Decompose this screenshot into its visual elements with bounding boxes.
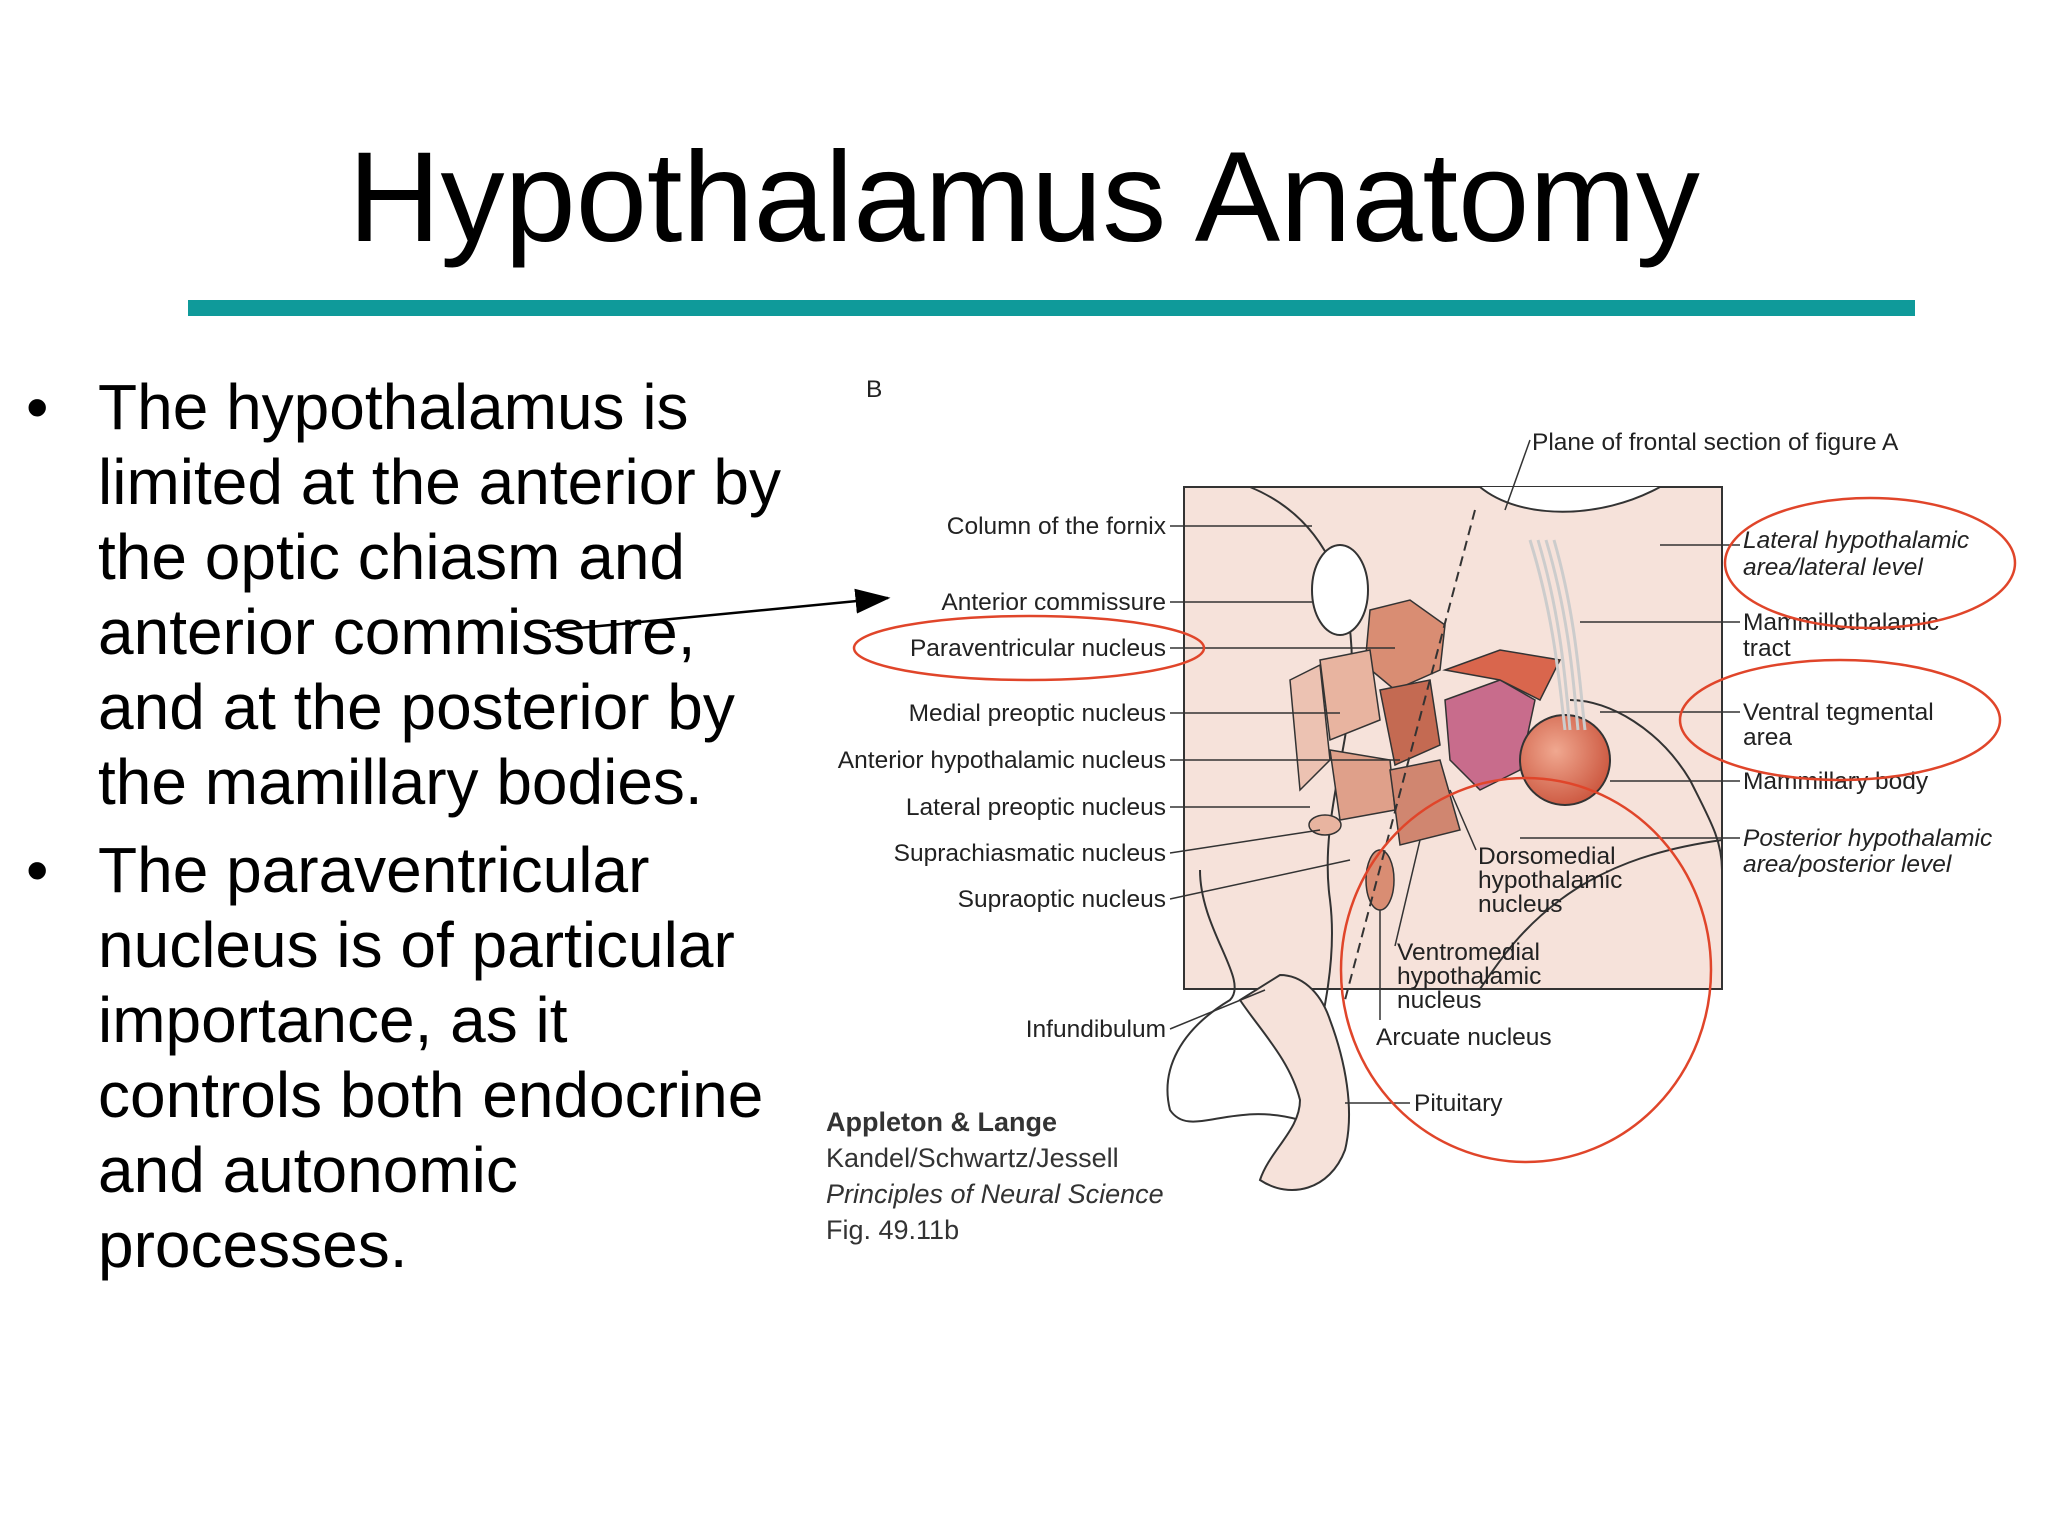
citation-publisher: Appleton & Lange (826, 1107, 1057, 1137)
left-labels: Column of the fornix Anterior commissure… (838, 513, 1400, 1043)
label-ventromedial-3: nucleus (1397, 987, 1481, 1014)
panel-letter: B (866, 376, 882, 403)
citation-authors: Kandel/Schwartz/Jessell (826, 1143, 1119, 1173)
label-infundibulum: Infundibulum (1026, 1016, 1166, 1043)
label-lateral-hypothalamic-1: Lateral hypothalamic (1743, 527, 1969, 554)
highlight-lateral-hypothalamic (1723, 496, 2017, 630)
bullet-list: • The hypothalamus is limited at the ant… (0, 370, 800, 1283)
highlight-pituitary-region (1339, 776, 1713, 1164)
label-suprachiasmatic: Suprachiasmatic nucleus (894, 840, 1166, 867)
bullet-item: • The paraventricular nucleus is of part… (0, 833, 800, 1283)
frontal-plane-line (1344, 509, 1476, 1001)
cortex-outline (1479, 839, 1723, 990)
bullet-text: The paraventricular nucleus is of partic… (98, 834, 764, 1281)
label-mammillothalamic-2: tract (1743, 635, 1791, 662)
label-anterior-hypothalamic: Anterior hypothalamic nucleus (838, 747, 1166, 774)
pointer-arrow (547, 588, 891, 633)
label-ventromedial-1: Ventromedial (1397, 939, 1540, 966)
label-medial-preoptic: Medial preoptic nucleus (909, 700, 1166, 727)
leader-line (1504, 439, 1531, 511)
right-labels: Lateral hypothalamic area/lateral level … (1520, 527, 1992, 878)
label-arcuate: Arcuate nucleus (1376, 1024, 1552, 1051)
mammillothalamic-tract (1528, 539, 1587, 731)
label-ventral-tegmental-2: area (1743, 724, 1792, 751)
highlights (852, 496, 2017, 1164)
arcuate-shape (1365, 849, 1395, 911)
bullet-text: The hypothalamus is limited at the anter… (98, 371, 781, 818)
label-supraoptic: Supraoptic nucleus (958, 886, 1166, 913)
infundibulum-shape (1238, 973, 1350, 1191)
label-dorsomedial-1: Dorsomedial (1478, 843, 1616, 870)
bullet-glyph: • (26, 371, 49, 443)
citation-book: Principles of Neural Science (826, 1179, 1164, 1209)
label-dorsomedial-2: hypothalamic (1478, 867, 1622, 894)
suprachiasmatic-shape (1308, 814, 1342, 836)
label-pituitary: Pituitary (1414, 1090, 1503, 1117)
label-dorsomedial-3: nucleus (1478, 891, 1562, 918)
bullet-glyph: • (26, 834, 49, 906)
label-anterior-commissure: Anterior commissure (941, 589, 1166, 616)
label-column-of-fornix: Column of the fornix (947, 513, 1166, 540)
highlight-paraventricular (852, 614, 1206, 682)
label-mammillothalamic-1: Mammillothalamic (1743, 609, 1939, 636)
citation: Appleton & Lange Kandel/Schwartz/Jessell… (826, 1107, 1164, 1245)
label-ventromedial-2: hypothalamic (1397, 963, 1541, 990)
ventricle-outline (1479, 486, 1661, 513)
posterior-area-shape (1442, 649, 1562, 702)
highlight-ventral-tegmental (1678, 658, 2002, 782)
label-lateral-preoptic: Lateral preoptic nucleus (906, 794, 1166, 821)
brainstem-outline (1569, 699, 1723, 871)
citation-figure-ref: Fig. 49.11b (826, 1215, 959, 1245)
label-posterior-hypothalamic-2: area/posterior level (1743, 851, 1952, 878)
title-divider (188, 300, 1915, 316)
bullet-item: • The hypothalamus is limited at the ant… (0, 370, 800, 820)
fornix-column (1311, 544, 1369, 636)
label-mammillary-body: Mammillary body (1743, 768, 1929, 795)
label-lateral-hypothalamic-2: area/lateral level (1743, 554, 1923, 581)
inner-labels: Dorsomedial hypothalamic nucleus Ventrom… (1345, 789, 1622, 1117)
label-ventral-tegmental-1: Ventral tegmental (1743, 699, 1934, 726)
label-paraventricular-nucleus: Paraventricular nucleus (910, 635, 1166, 662)
label-posterior-hypothalamic-1: Posterior hypothalamic (1743, 825, 1992, 852)
slide-title: Hypothalamus Anatomy (348, 126, 1700, 269)
mammillary-body-shape (1519, 714, 1611, 806)
label-plane: Plane of frontal section of figure A (1532, 429, 1899, 456)
